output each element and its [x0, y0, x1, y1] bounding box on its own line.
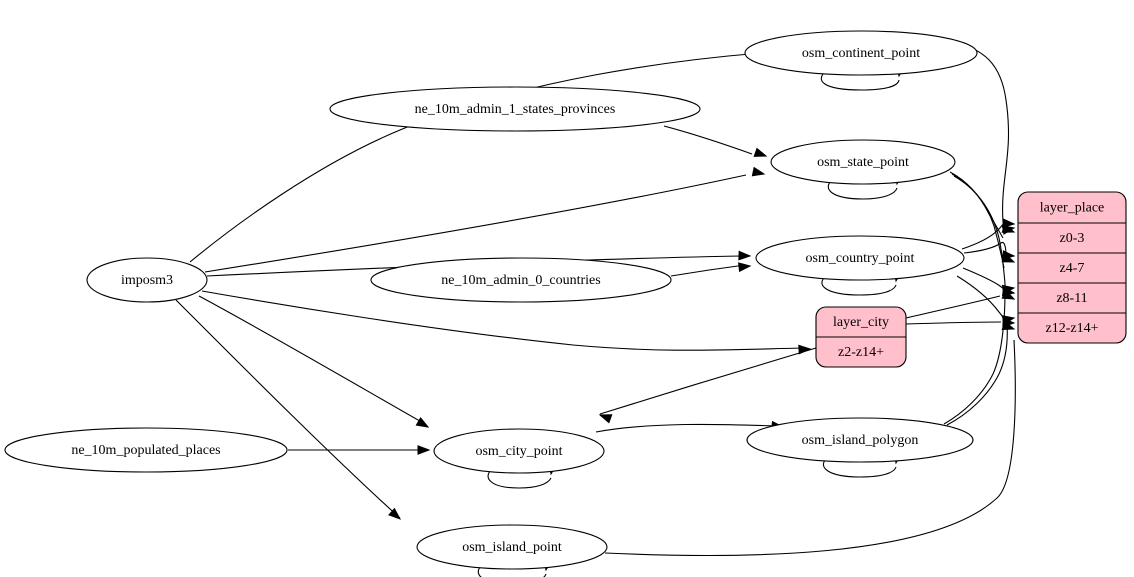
edge-osm_island_point-to-osm_island_point — [477, 564, 547, 577]
node-shape-ne_admin1 — [329, 86, 701, 132]
edge-osm_continent_point-to-osm_continent_point — [820, 70, 900, 91]
edge-osm_city_point-to-osm_island_polygon — [595, 423, 778, 433]
arrowhead-layer_place.z0-3 — [1001, 225, 1016, 235]
edge-osm_city_point-to-osm_city_point — [487, 468, 552, 489]
node-ne_places[interactable]: ne_10m_populated_places — [4, 427, 288, 473]
edge-osm_country_point-to-layer_place — [962, 267, 1006, 291]
node-shape-ne_places — [4, 427, 288, 473]
node-imposm3[interactable]: imposm3 — [86, 257, 208, 303]
edge-layer_city-to-layer_place — [905, 321, 1002, 325]
record-box-layer_place — [1017, 191, 1127, 344]
edge-imposm3-to-osm_state_point — [204, 174, 747, 273]
node-osm_city_point[interactable]: osm_city_point — [433, 428, 605, 474]
edge-osm_state_point-to-layer_place — [953, 175, 1007, 298]
arrowhead-glyph — [1001, 289, 1016, 300]
arrowhead-osm_city_point — [598, 414, 613, 424]
edge-imposm3-to-osm_island_point — [175, 299, 401, 519]
arrowhead-osm_city_point — [417, 445, 431, 455]
node-osm_island_polygon[interactable]: osm_island_polygon — [746, 417, 974, 463]
arrowhead-glyph — [738, 250, 752, 261]
node-shape-ne_admin0 — [370, 257, 672, 303]
node-ne_admin1[interactable]: ne_10m_admin_1_states_provinces — [329, 86, 701, 132]
node-shape-osm_continent_point — [744, 30, 978, 76]
arrowhead-glyph — [388, 507, 402, 520]
edge-osm_country_point-to-osm_country_point — [821, 275, 897, 296]
node-shape-osm_island_point — [416, 524, 608, 570]
arrowhead-glyph — [417, 445, 431, 455]
node-shape-imposm3 — [86, 257, 208, 303]
arrowhead-glyph — [1001, 253, 1016, 263]
edge-osm_island_point-to-layer_place — [604, 339, 1016, 557]
arrowhead-osm_state_point — [751, 166, 766, 177]
arrowhead-osm_city_point — [415, 416, 430, 428]
edge-osm_country_point-to-layer_place — [963, 241, 1007, 257]
arrowhead-osm_country_point — [738, 250, 752, 261]
node-osm_island_point[interactable]: osm_island_point — [416, 524, 608, 570]
arrowhead-layer_city.z2-z14+ — [798, 344, 812, 355]
arrowhead-glyph — [1001, 225, 1016, 235]
arrowhead-layer_place.z8-11 — [1001, 289, 1016, 300]
edge-osm_continent_point-to-layer_place — [952, 41, 1010, 223]
edge-osm_island_polygon-to-layer_place — [943, 291, 1006, 425]
edges-layer — [175, 41, 1016, 577]
edge-osm_state_point-to-osm_state_point — [827, 179, 898, 200]
edge-osm_island_polygon-to-osm_island_polygon — [822, 457, 897, 478]
edge-layer_city-to-layer_place — [905, 295, 1001, 319]
edge-imposm3-to-osm_city_point — [198, 295, 426, 425]
arrowhead-glyph — [798, 344, 812, 355]
arrowhead-osm_state_point — [753, 147, 768, 157]
node-osm_continent_point[interactable]: osm_continent_point — [744, 30, 978, 76]
arrowhead-glyph — [753, 147, 768, 157]
node-shape-osm_state_point — [770, 139, 956, 185]
edge-osm_island_polygon-to-layer_place — [946, 323, 1008, 426]
edge-osm_country_point-to-layer_place — [956, 275, 1007, 323]
nodes-layer: imposm3 ne_10m_admin_1_states_provincesne… — [4, 30, 978, 570]
node-ne_admin0[interactable]: ne_10m_admin_0_countries — [370, 257, 672, 303]
edge-imposm3-to-osm_continent_point — [189, 52, 762, 263]
arrowhead-glyph — [738, 262, 752, 273]
arrowhead-glyph — [415, 416, 430, 428]
arrowhead-layer_place.z12-z14+ — [1001, 320, 1016, 331]
arrowhead-osm_country_point — [738, 262, 752, 273]
arrowhead-osm_island_point — [388, 507, 402, 520]
arrowhead-layer_place.z4-7 — [1001, 253, 1016, 263]
edge-ne_admin1-to-osm_state_point — [663, 125, 753, 155]
node-osm_country_point[interactable]: osm_country_point — [755, 235, 965, 281]
node-osm_state_point[interactable]: osm_state_point — [770, 139, 956, 185]
node-shape-osm_country_point — [755, 235, 965, 281]
arrowhead-glyph — [598, 414, 613, 424]
arrowhead-glyph — [751, 166, 766, 177]
edge-layer_city-to-osm_city_point — [599, 347, 817, 415]
node-shape-osm_island_polygon — [746, 417, 974, 463]
edge-ne_admin0-to-osm_country_point — [670, 264, 746, 277]
node-shape-osm_city_point — [433, 428, 605, 474]
edge-imposm3-to-layer_city — [201, 290, 804, 351]
arrowhead-glyph — [1001, 320, 1016, 331]
